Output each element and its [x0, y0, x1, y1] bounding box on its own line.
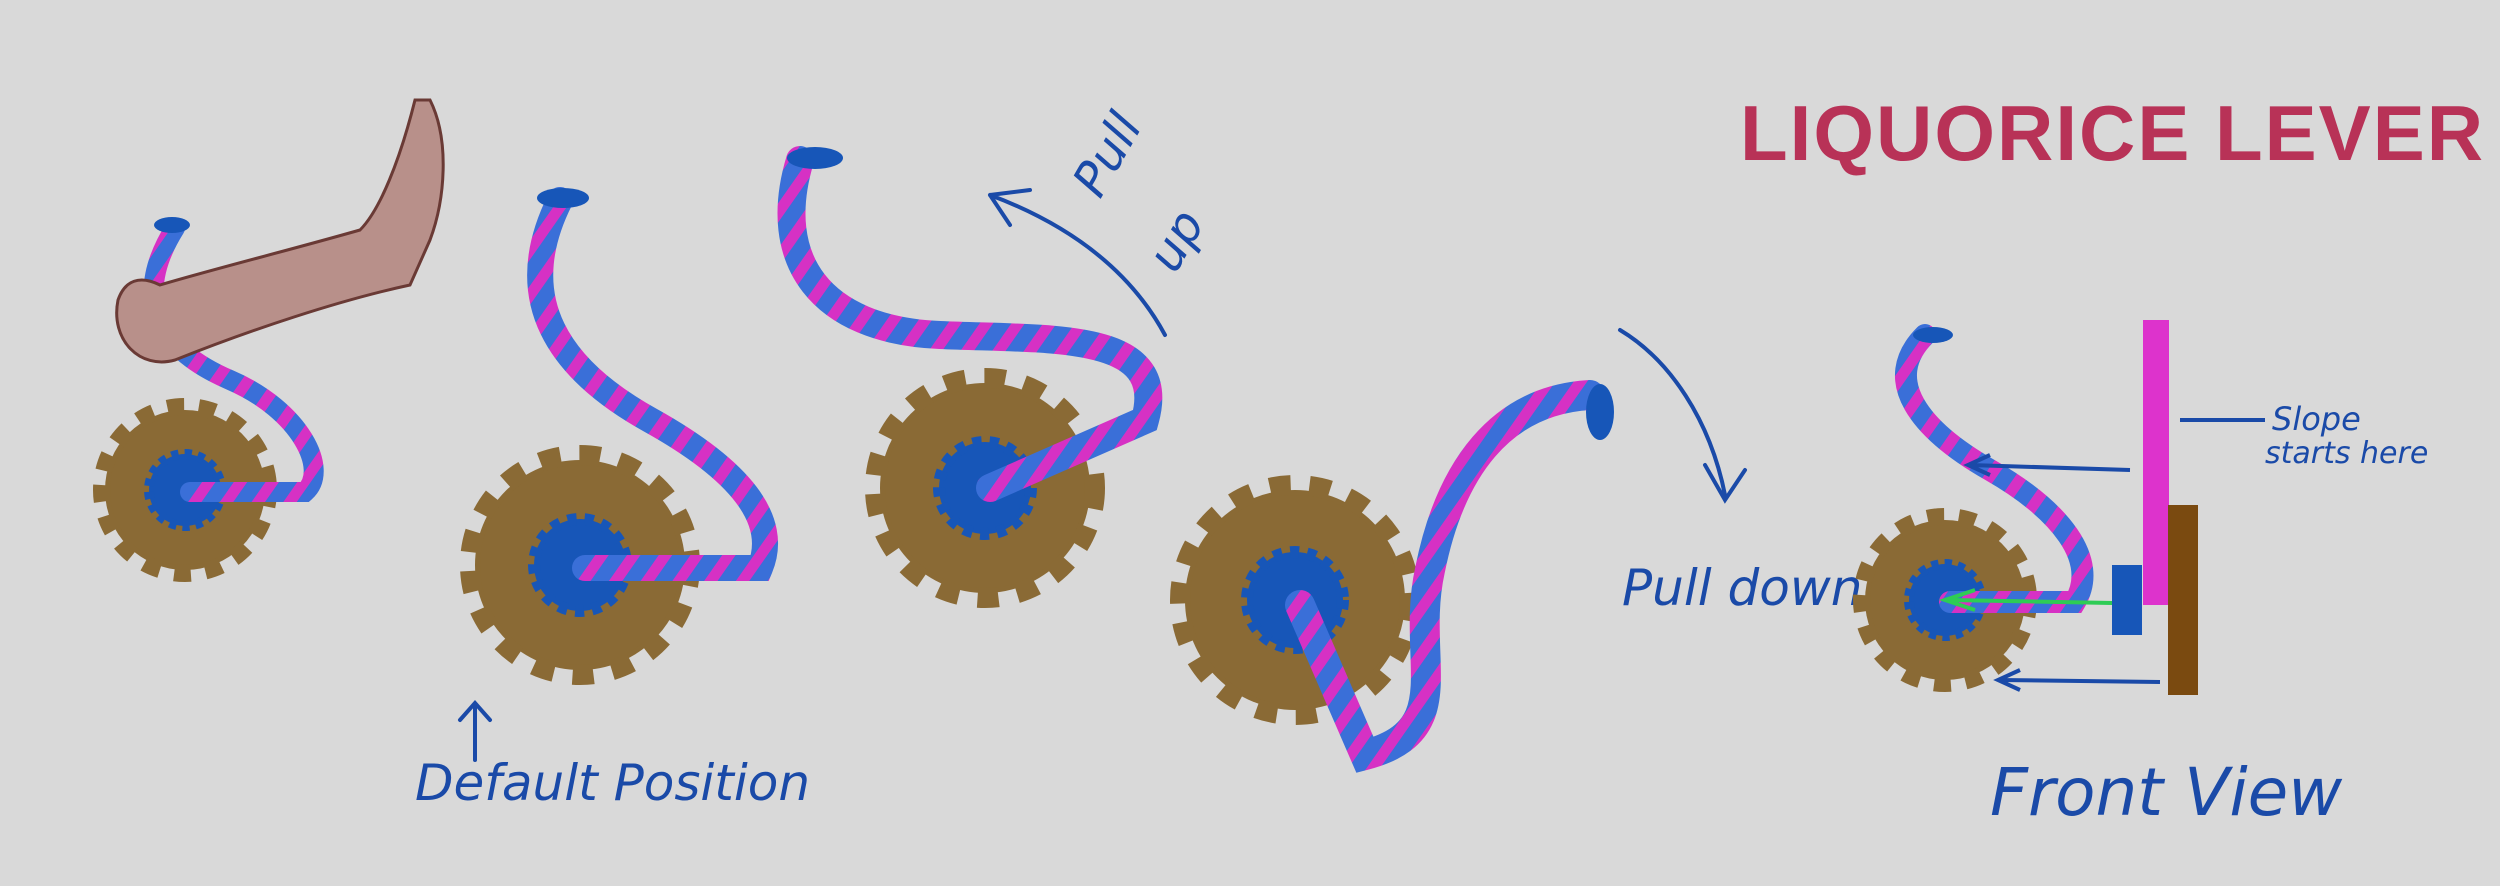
diagram-title: LIQUORICE LEVER — [1740, 89, 2485, 177]
stage-pull-up — [777, 146, 1163, 608]
lever-4 — [1285, 380, 1605, 773]
stage-pull-down — [1170, 380, 1614, 773]
slope-bar — [2143, 320, 2169, 605]
stage-front-view — [1853, 320, 2265, 695]
front-view-label: Front View — [1990, 754, 2343, 831]
pull-up-label-line2: up — [1137, 200, 1216, 281]
pull-down-arrow — [1618, 328, 1747, 504]
stage-hand-grip — [93, 98, 445, 582]
arm — [115, 98, 445, 364]
slope-label-line1: Slope — [2272, 400, 2361, 438]
stage-default-position — [460, 187, 778, 685]
blue-block — [2112, 565, 2142, 635]
slope-label-line2: starts here — [2265, 436, 2428, 471]
upper-return-arrow — [1963, 453, 2131, 477]
lever-2 — [527, 187, 778, 581]
lever-2-tip — [537, 188, 589, 208]
lever-5 — [1895, 324, 2094, 613]
lower-return-arrow — [1993, 668, 2161, 692]
pull-up-arrow — [988, 188, 1167, 337]
default-position-label: Default Position — [415, 754, 810, 812]
lever-5-tip — [1913, 327, 1953, 343]
lever-3 — [777, 146, 1163, 502]
pull-down-label: Pull down — [1622, 559, 1862, 617]
brown-support — [2168, 505, 2198, 695]
lever-1-tip — [154, 217, 190, 233]
default-position-arrow — [458, 699, 492, 762]
green-arrow — [1938, 588, 2113, 612]
pull-up-label-line1: Pull — [1062, 103, 1154, 206]
lever-4-tip — [1586, 384, 1614, 440]
lever-3-tip — [787, 147, 843, 169]
